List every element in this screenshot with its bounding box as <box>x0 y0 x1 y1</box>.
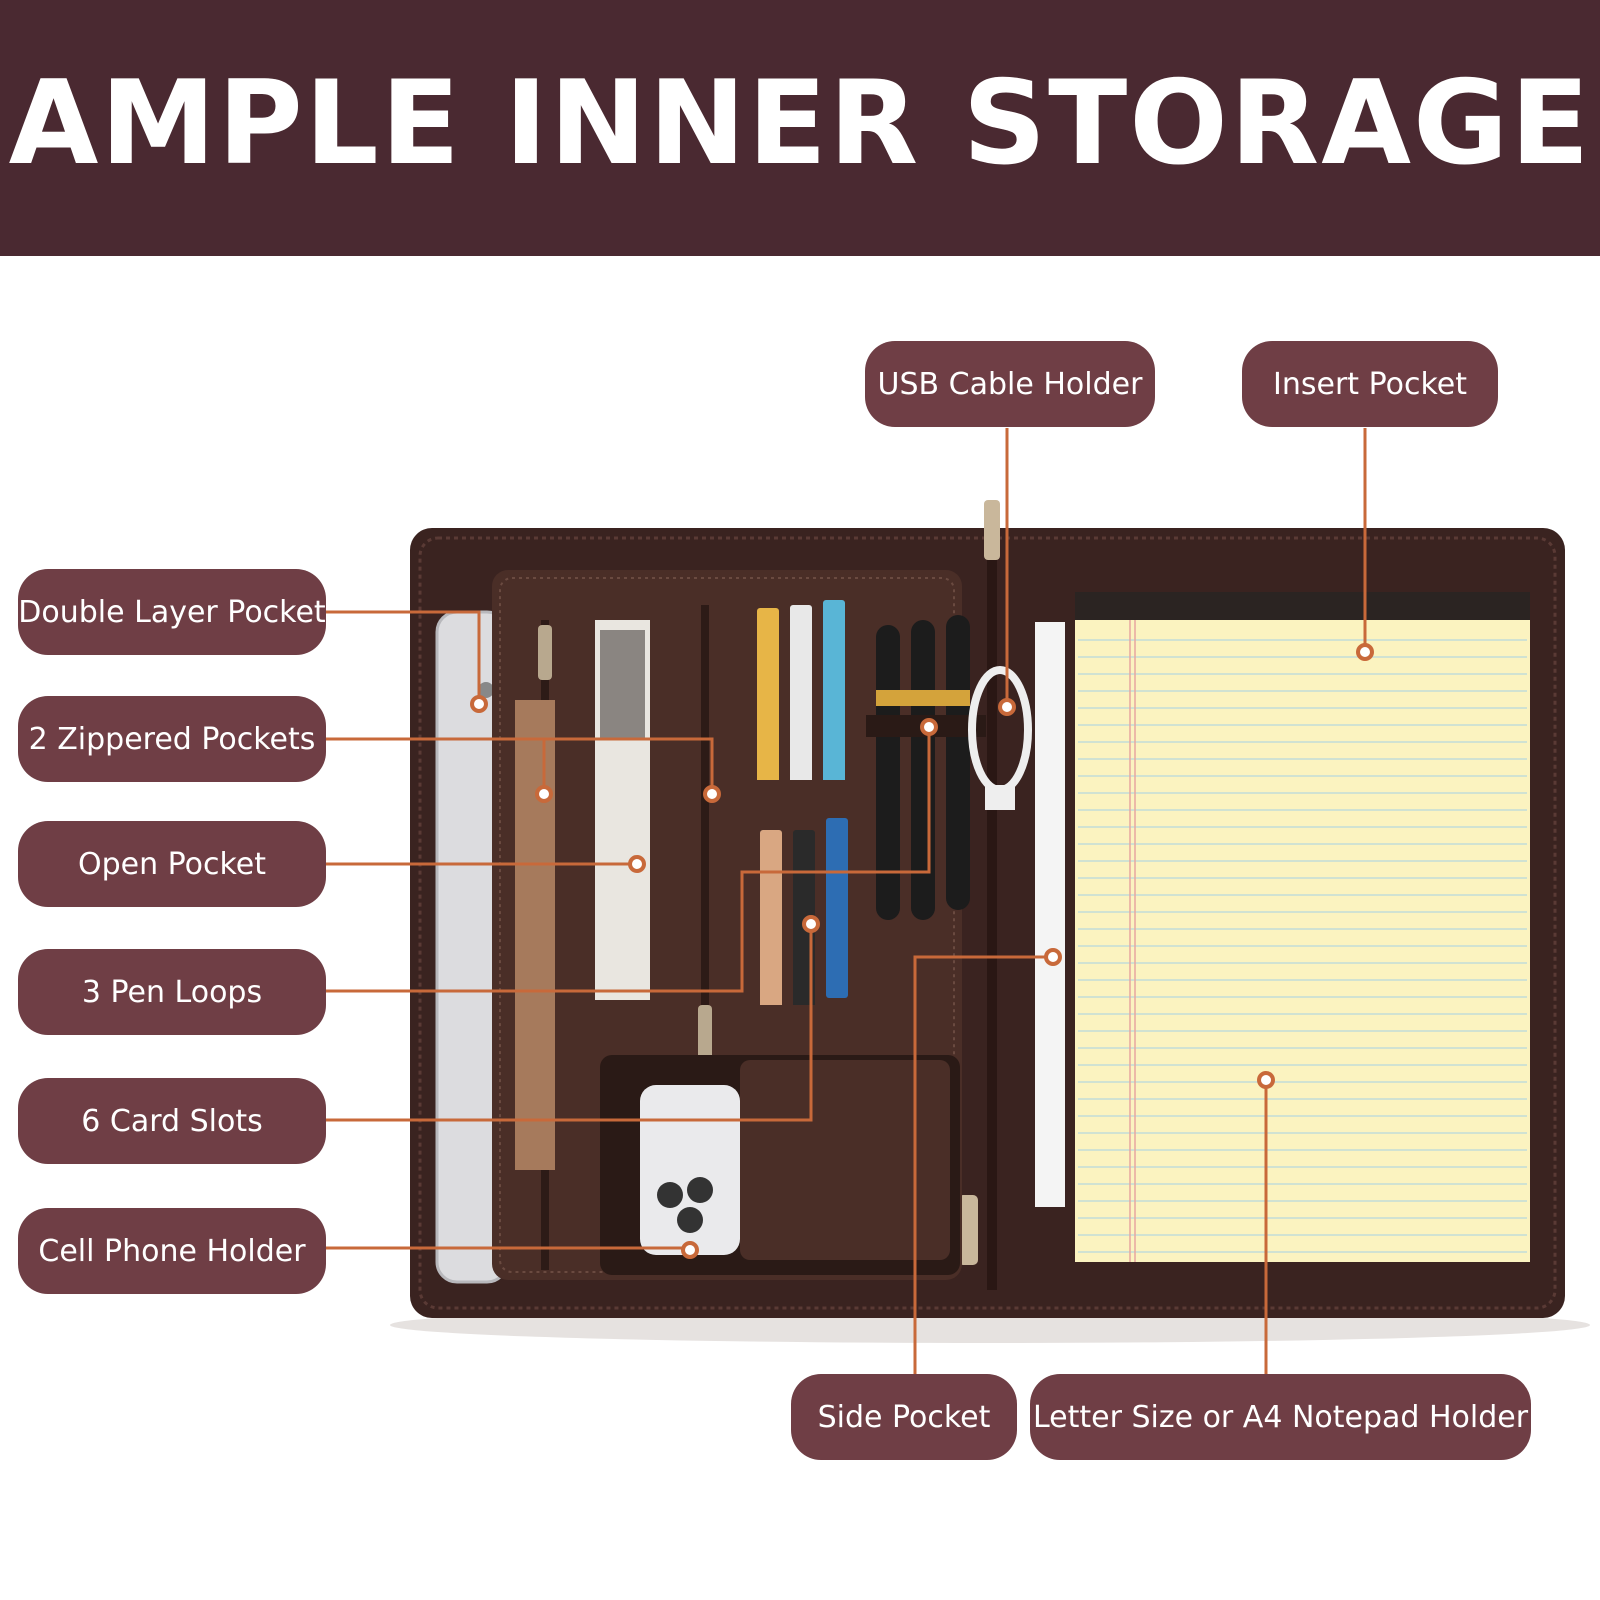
zipper-pull-1-icon <box>538 625 552 680</box>
callout-dot <box>920 718 938 736</box>
callout-dot <box>1356 643 1374 661</box>
label-zippered-pockets: 2 Zippered Pockets <box>18 696 326 782</box>
pen-1 <box>876 625 900 920</box>
tablet-camera-icon <box>478 682 494 698</box>
callout-dot <box>998 698 1016 716</box>
label-insert-pocket: Insert Pocket <box>1242 341 1498 427</box>
usb-plug-icon <box>985 785 1015 810</box>
legal-pad-lines <box>1078 639 1527 1253</box>
pen-2 <box>911 620 935 920</box>
callout-dot <box>703 785 721 803</box>
cell-phone <box>640 1085 740 1255</box>
legal-pad <box>1075 592 1530 1262</box>
handwritten-note <box>515 700 555 1170</box>
card-6 <box>826 818 848 998</box>
card-slot-lip-upper <box>750 780 855 810</box>
legal-pad-binding <box>1075 592 1530 620</box>
callout-dot <box>628 855 646 873</box>
card-1 <box>757 608 779 793</box>
label-double-layer-pocket: Double Layer Pocket <box>18 569 326 655</box>
phone-camera-icon <box>677 1207 703 1233</box>
pen-3 <box>946 615 970 910</box>
label-pen-loops: 3 Pen Loops <box>18 949 326 1035</box>
callout-dot <box>1044 948 1062 966</box>
callout-dot <box>802 915 820 933</box>
callout-dot <box>535 785 553 803</box>
callout-dot <box>470 695 488 713</box>
label-open-pocket: Open Pocket <box>18 821 326 907</box>
label-notepad-holder: Letter Size or A4 Notepad Holder <box>1030 1374 1531 1460</box>
label-card-slots: 6 Card Slots <box>18 1078 326 1164</box>
zipper-pull-bottom-icon <box>958 1195 978 1265</box>
zipper-pull-top-icon <box>984 500 1000 560</box>
card-slot-lip-lower <box>750 1005 855 1035</box>
label-side-pocket: Side Pocket <box>791 1374 1017 1460</box>
card-2 <box>790 605 812 790</box>
phone-pocket-flap <box>740 1060 950 1260</box>
page-title: AMPLE INNER STORAGE <box>8 56 1592 191</box>
phone-camera-icon <box>657 1182 683 1208</box>
side-pocket-paper <box>1035 622 1065 1207</box>
phone-camera-icon <box>687 1177 713 1203</box>
zipper-pull-2-icon <box>698 1005 712 1060</box>
label-usb-cable-holder: USB Cable Holder <box>865 341 1155 427</box>
label-cell-phone-holder: Cell Phone Holder <box>18 1208 326 1294</box>
callout-lines <box>325 428 1367 1374</box>
callout-dot <box>681 1241 699 1259</box>
callout-dots <box>470 643 1374 1259</box>
pen-clips-band <box>876 690 970 706</box>
card-4 <box>760 830 782 1010</box>
card-3 <box>823 600 845 785</box>
document-photo <box>600 630 645 740</box>
header-banner: AMPLE INNER STORAGE <box>0 0 1600 256</box>
callout-dot <box>1257 1071 1275 1089</box>
